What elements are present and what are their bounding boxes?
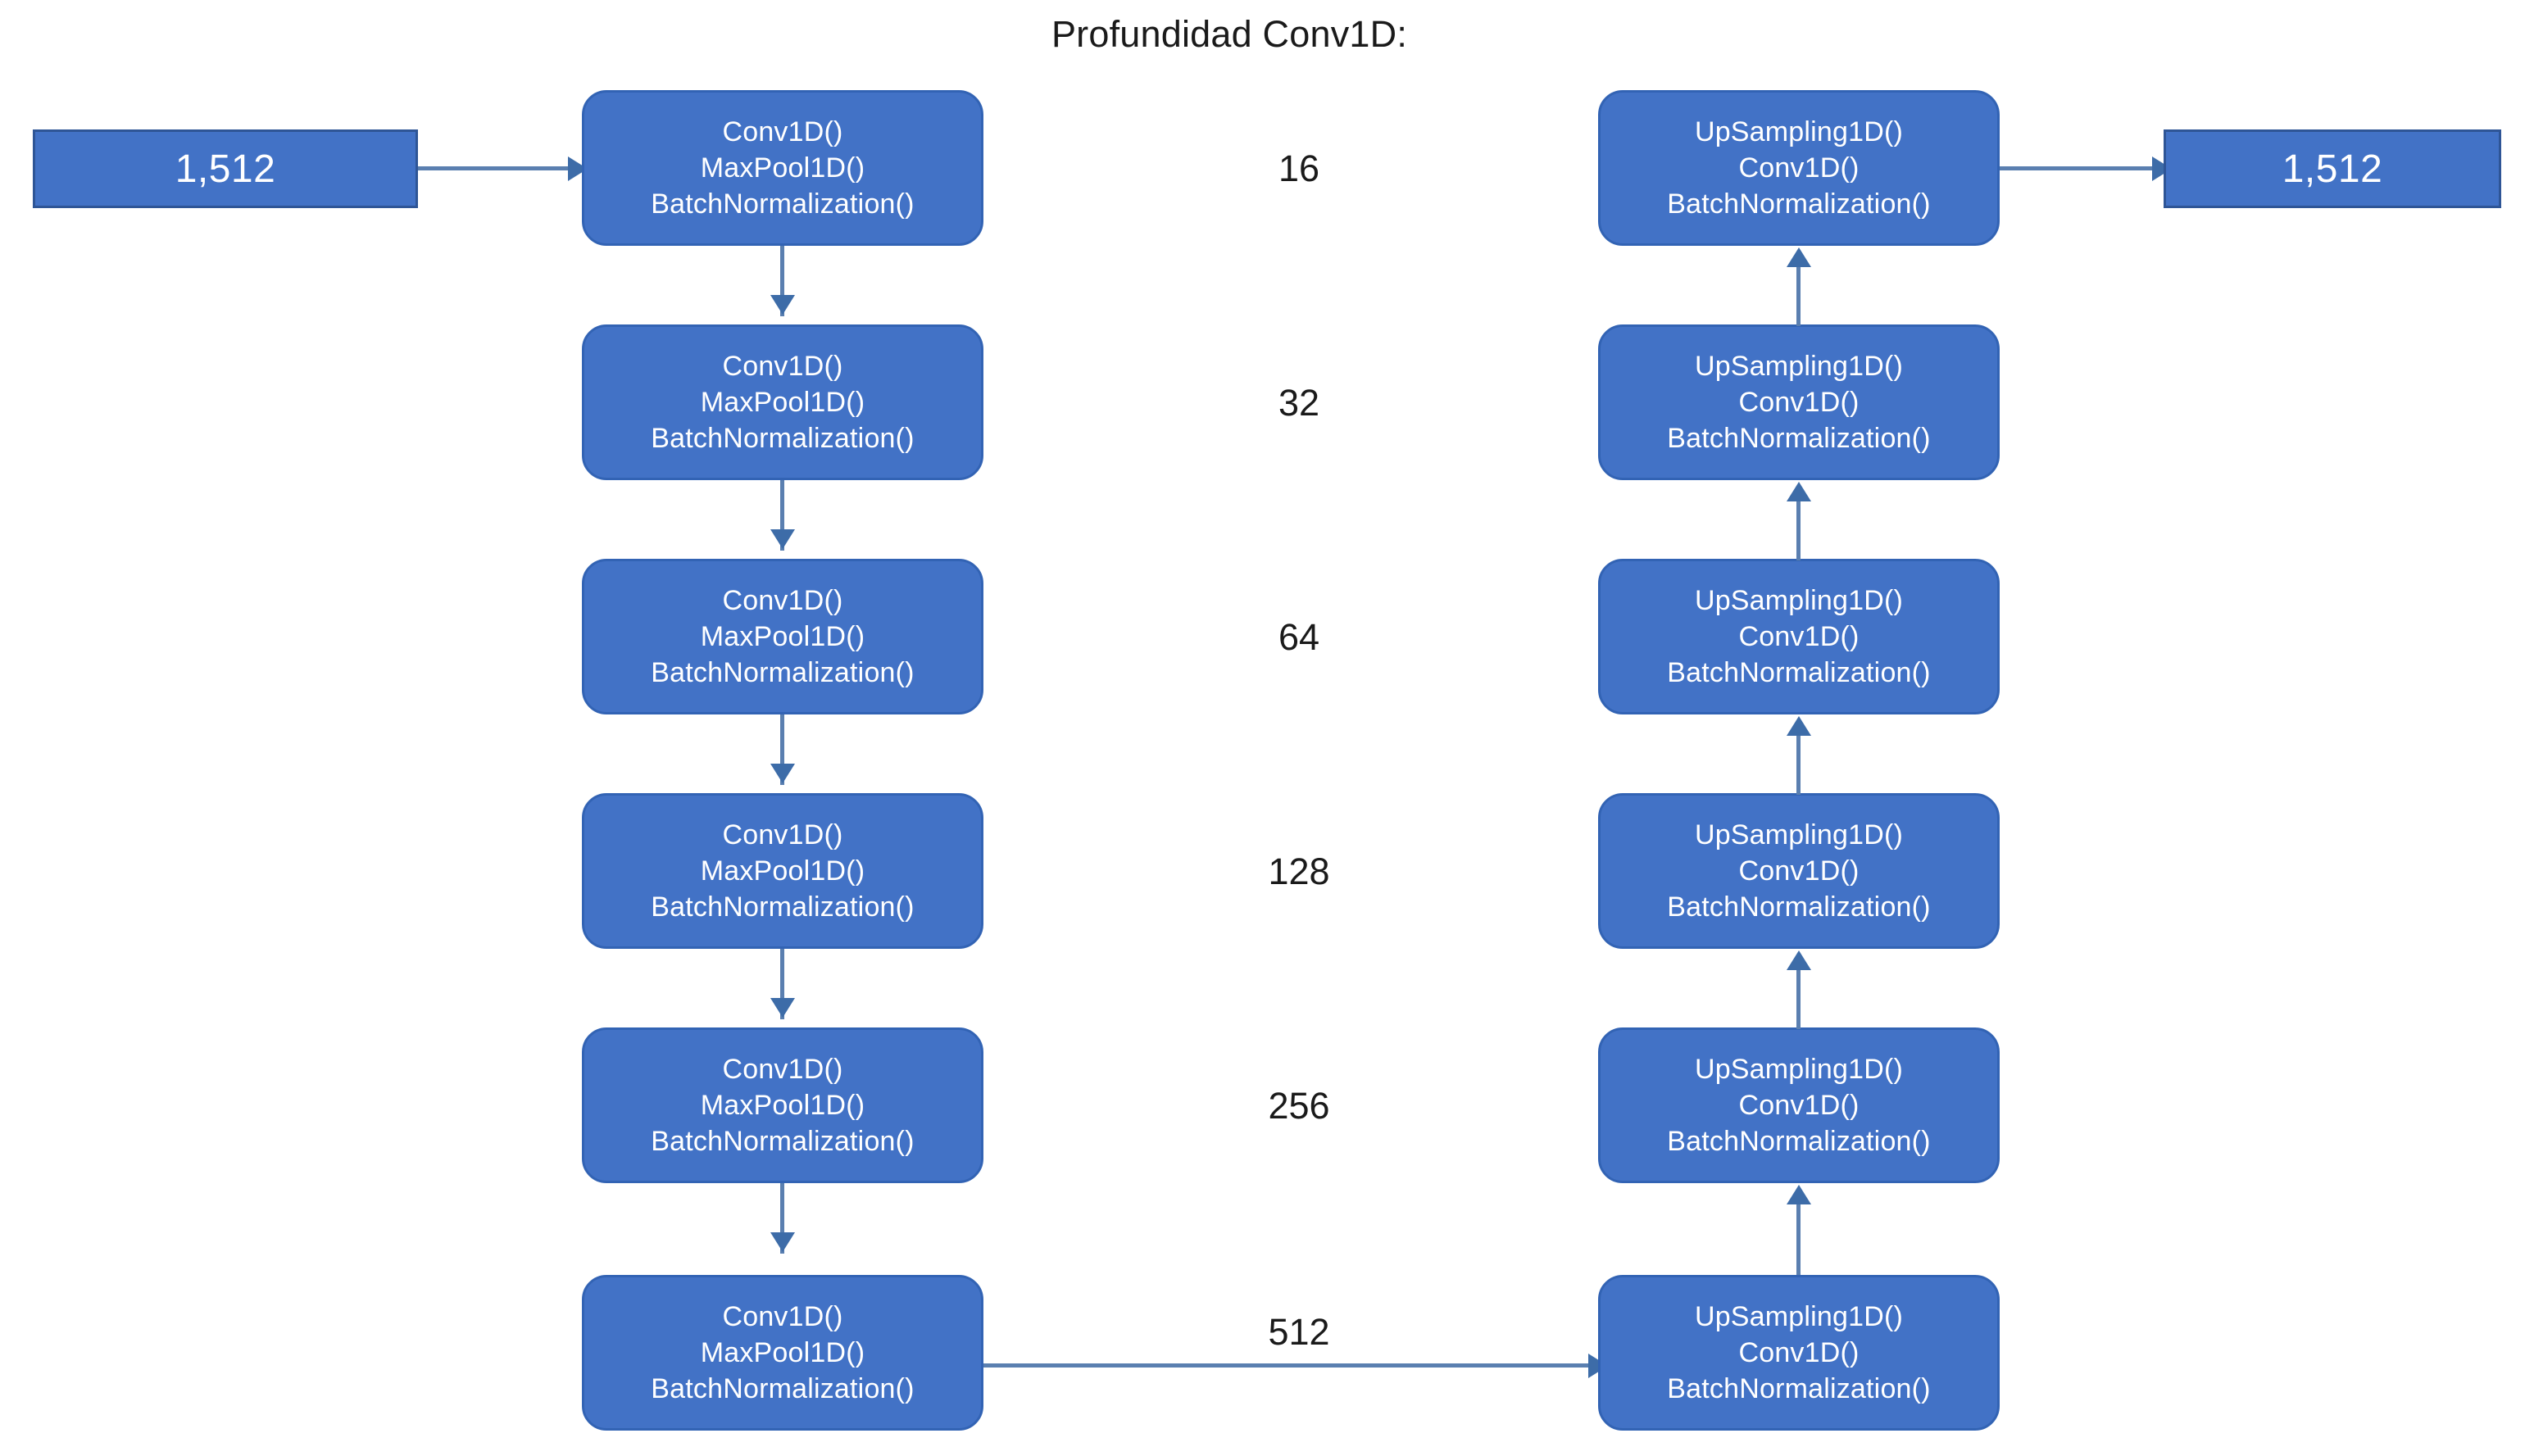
encoder-block-4-line-3: BatchNormalization() [651, 891, 915, 923]
decoder-block-2: UpSampling1D() Conv1D() BatchNormalizati… [1598, 324, 2000, 480]
connector-decoder-2-to-1 [1796, 267, 1801, 326]
arrowhead-decoder-4-to-3 [1787, 716, 1811, 736]
arrowhead-decoder-6-to-5 [1787, 1185, 1811, 1204]
decoder-block-5-line-3: BatchNormalization() [1667, 1126, 1931, 1158]
decoder-block-3-line-3: BatchNormalization() [1667, 657, 1931, 689]
encoder-block-2-line-3: BatchNormalization() [651, 423, 915, 455]
encoder-block-6-line-3: BatchNormalization() [651, 1373, 915, 1405]
connector-bottleneck-encoder-to-decoder [983, 1363, 1590, 1368]
depth-label-4: 128 [1268, 850, 1330, 892]
connector-encoder-5-to-6 [780, 1183, 784, 1254]
decoder-block-4-line-2: Conv1D() [1738, 855, 1860, 887]
decoder-block-2-line-2: Conv1D() [1738, 386, 1860, 418]
decoder-block-6: UpSampling1D() Conv1D() BatchNormalizati… [1598, 1275, 2000, 1431]
depth-label-6: 512 [1268, 1311, 1330, 1353]
decoder-block-6-line-2: Conv1D() [1738, 1336, 1860, 1368]
encoder-block-6-line-1: Conv1D() [722, 1300, 843, 1332]
decoder-block-6-line-3: BatchNormalization() [1667, 1373, 1931, 1405]
arrowhead-encoder-2-to-3 [770, 529, 795, 549]
arrowhead-encoder-5-to-6 [770, 1232, 795, 1252]
encoder-block-3: Conv1D() MaxPool1D() BatchNormalization(… [582, 559, 983, 714]
decoder-block-5-line-1: UpSampling1D() [1694, 1053, 1904, 1085]
encoder-block-6-line-2: MaxPool1D() [700, 1336, 865, 1368]
depth-label-1: 16 [1278, 147, 1320, 189]
decoder-block-4-line-3: BatchNormalization() [1667, 891, 1931, 923]
arrowhead-encoder-3-to-4 [770, 764, 795, 783]
diagram-title: Profundidad Conv1D: [1051, 13, 1408, 55]
connector-decoder-5-to-4 [1796, 970, 1801, 1029]
connector-decoder-6-to-5 [1796, 1204, 1801, 1275]
connector-encoder-1-to-2 [780, 246, 784, 316]
arrowhead-decoder-2-to-1 [1787, 247, 1811, 267]
encoder-block-4-line-2: MaxPool1D() [700, 855, 865, 887]
decoder-block-4: UpSampling1D() Conv1D() BatchNormalizati… [1598, 793, 2000, 949]
depth-label-5: 256 [1268, 1085, 1330, 1127]
decoder-block-1-line-1: UpSampling1D() [1694, 116, 1904, 147]
connector-encoder-4-to-5 [780, 949, 784, 1019]
encoder-block-2-line-2: MaxPool1D() [700, 386, 865, 418]
connector-encoder-3-to-4 [780, 714, 784, 785]
decoder-block-3-line-2: Conv1D() [1738, 620, 1860, 652]
encoder-block-5-line-3: BatchNormalization() [651, 1126, 915, 1158]
connector-encoder-2-to-3 [780, 480, 784, 551]
input-shape-label: 1,512 [175, 147, 276, 191]
encoder-block-5: Conv1D() MaxPool1D() BatchNormalization(… [582, 1027, 983, 1183]
encoder-block-4: Conv1D() MaxPool1D() BatchNormalization(… [582, 793, 983, 949]
decoder-block-1: UpSampling1D() Conv1D() BatchNormalizati… [1598, 90, 2000, 246]
connector-decoder-1-to-output [2000, 166, 2154, 170]
decoder-block-2-line-1: UpSampling1D() [1694, 350, 1904, 382]
encoder-block-4-line-1: Conv1D() [722, 819, 843, 850]
decoder-block-1-line-3: BatchNormalization() [1667, 188, 1931, 220]
encoder-block-1-line-1: Conv1D() [722, 116, 843, 147]
encoder-block-1-line-3: BatchNormalization() [651, 188, 915, 220]
output-shape-box: 1,512 [2164, 129, 2501, 208]
decoder-block-2-line-3: BatchNormalization() [1667, 423, 1931, 455]
depth-label-2: 32 [1278, 382, 1320, 424]
connector-input-to-encoder-1 [418, 166, 570, 170]
input-shape-box: 1,512 [33, 129, 418, 208]
output-shape-label: 1,512 [2282, 147, 2383, 191]
decoder-block-3: UpSampling1D() Conv1D() BatchNormalizati… [1598, 559, 2000, 714]
depth-label-3: 64 [1278, 616, 1320, 658]
encoder-block-3-line-3: BatchNormalization() [651, 657, 915, 689]
decoder-block-4-line-1: UpSampling1D() [1694, 819, 1904, 850]
arrowhead-decoder-3-to-2 [1787, 482, 1811, 501]
encoder-block-2: Conv1D() MaxPool1D() BatchNormalization(… [582, 324, 983, 480]
decoder-block-3-line-1: UpSampling1D() [1694, 584, 1904, 616]
arrowhead-encoder-4-to-5 [770, 998, 795, 1018]
encoder-block-2-line-1: Conv1D() [722, 350, 843, 382]
decoder-block-6-line-1: UpSampling1D() [1694, 1300, 1904, 1332]
encoder-block-1: Conv1D() MaxPool1D() BatchNormalization(… [582, 90, 983, 246]
arrowhead-encoder-1-to-2 [770, 295, 795, 315]
encoder-block-5-line-1: Conv1D() [722, 1053, 843, 1085]
encoder-block-5-line-2: MaxPool1D() [700, 1089, 865, 1121]
decoder-block-5-line-2: Conv1D() [1738, 1089, 1860, 1121]
connector-decoder-3-to-2 [1796, 501, 1801, 560]
encoder-block-6: Conv1D() MaxPool1D() BatchNormalization(… [582, 1275, 983, 1431]
encoder-block-3-line-2: MaxPool1D() [700, 620, 865, 652]
arrowhead-decoder-5-to-4 [1787, 950, 1811, 970]
decoder-block-1-line-2: Conv1D() [1738, 152, 1860, 184]
decoder-block-5: UpSampling1D() Conv1D() BatchNormalizati… [1598, 1027, 2000, 1183]
encoder-block-1-line-2: MaxPool1D() [700, 152, 865, 184]
encoder-block-3-line-1: Conv1D() [722, 584, 843, 616]
connector-decoder-4-to-3 [1796, 736, 1801, 795]
